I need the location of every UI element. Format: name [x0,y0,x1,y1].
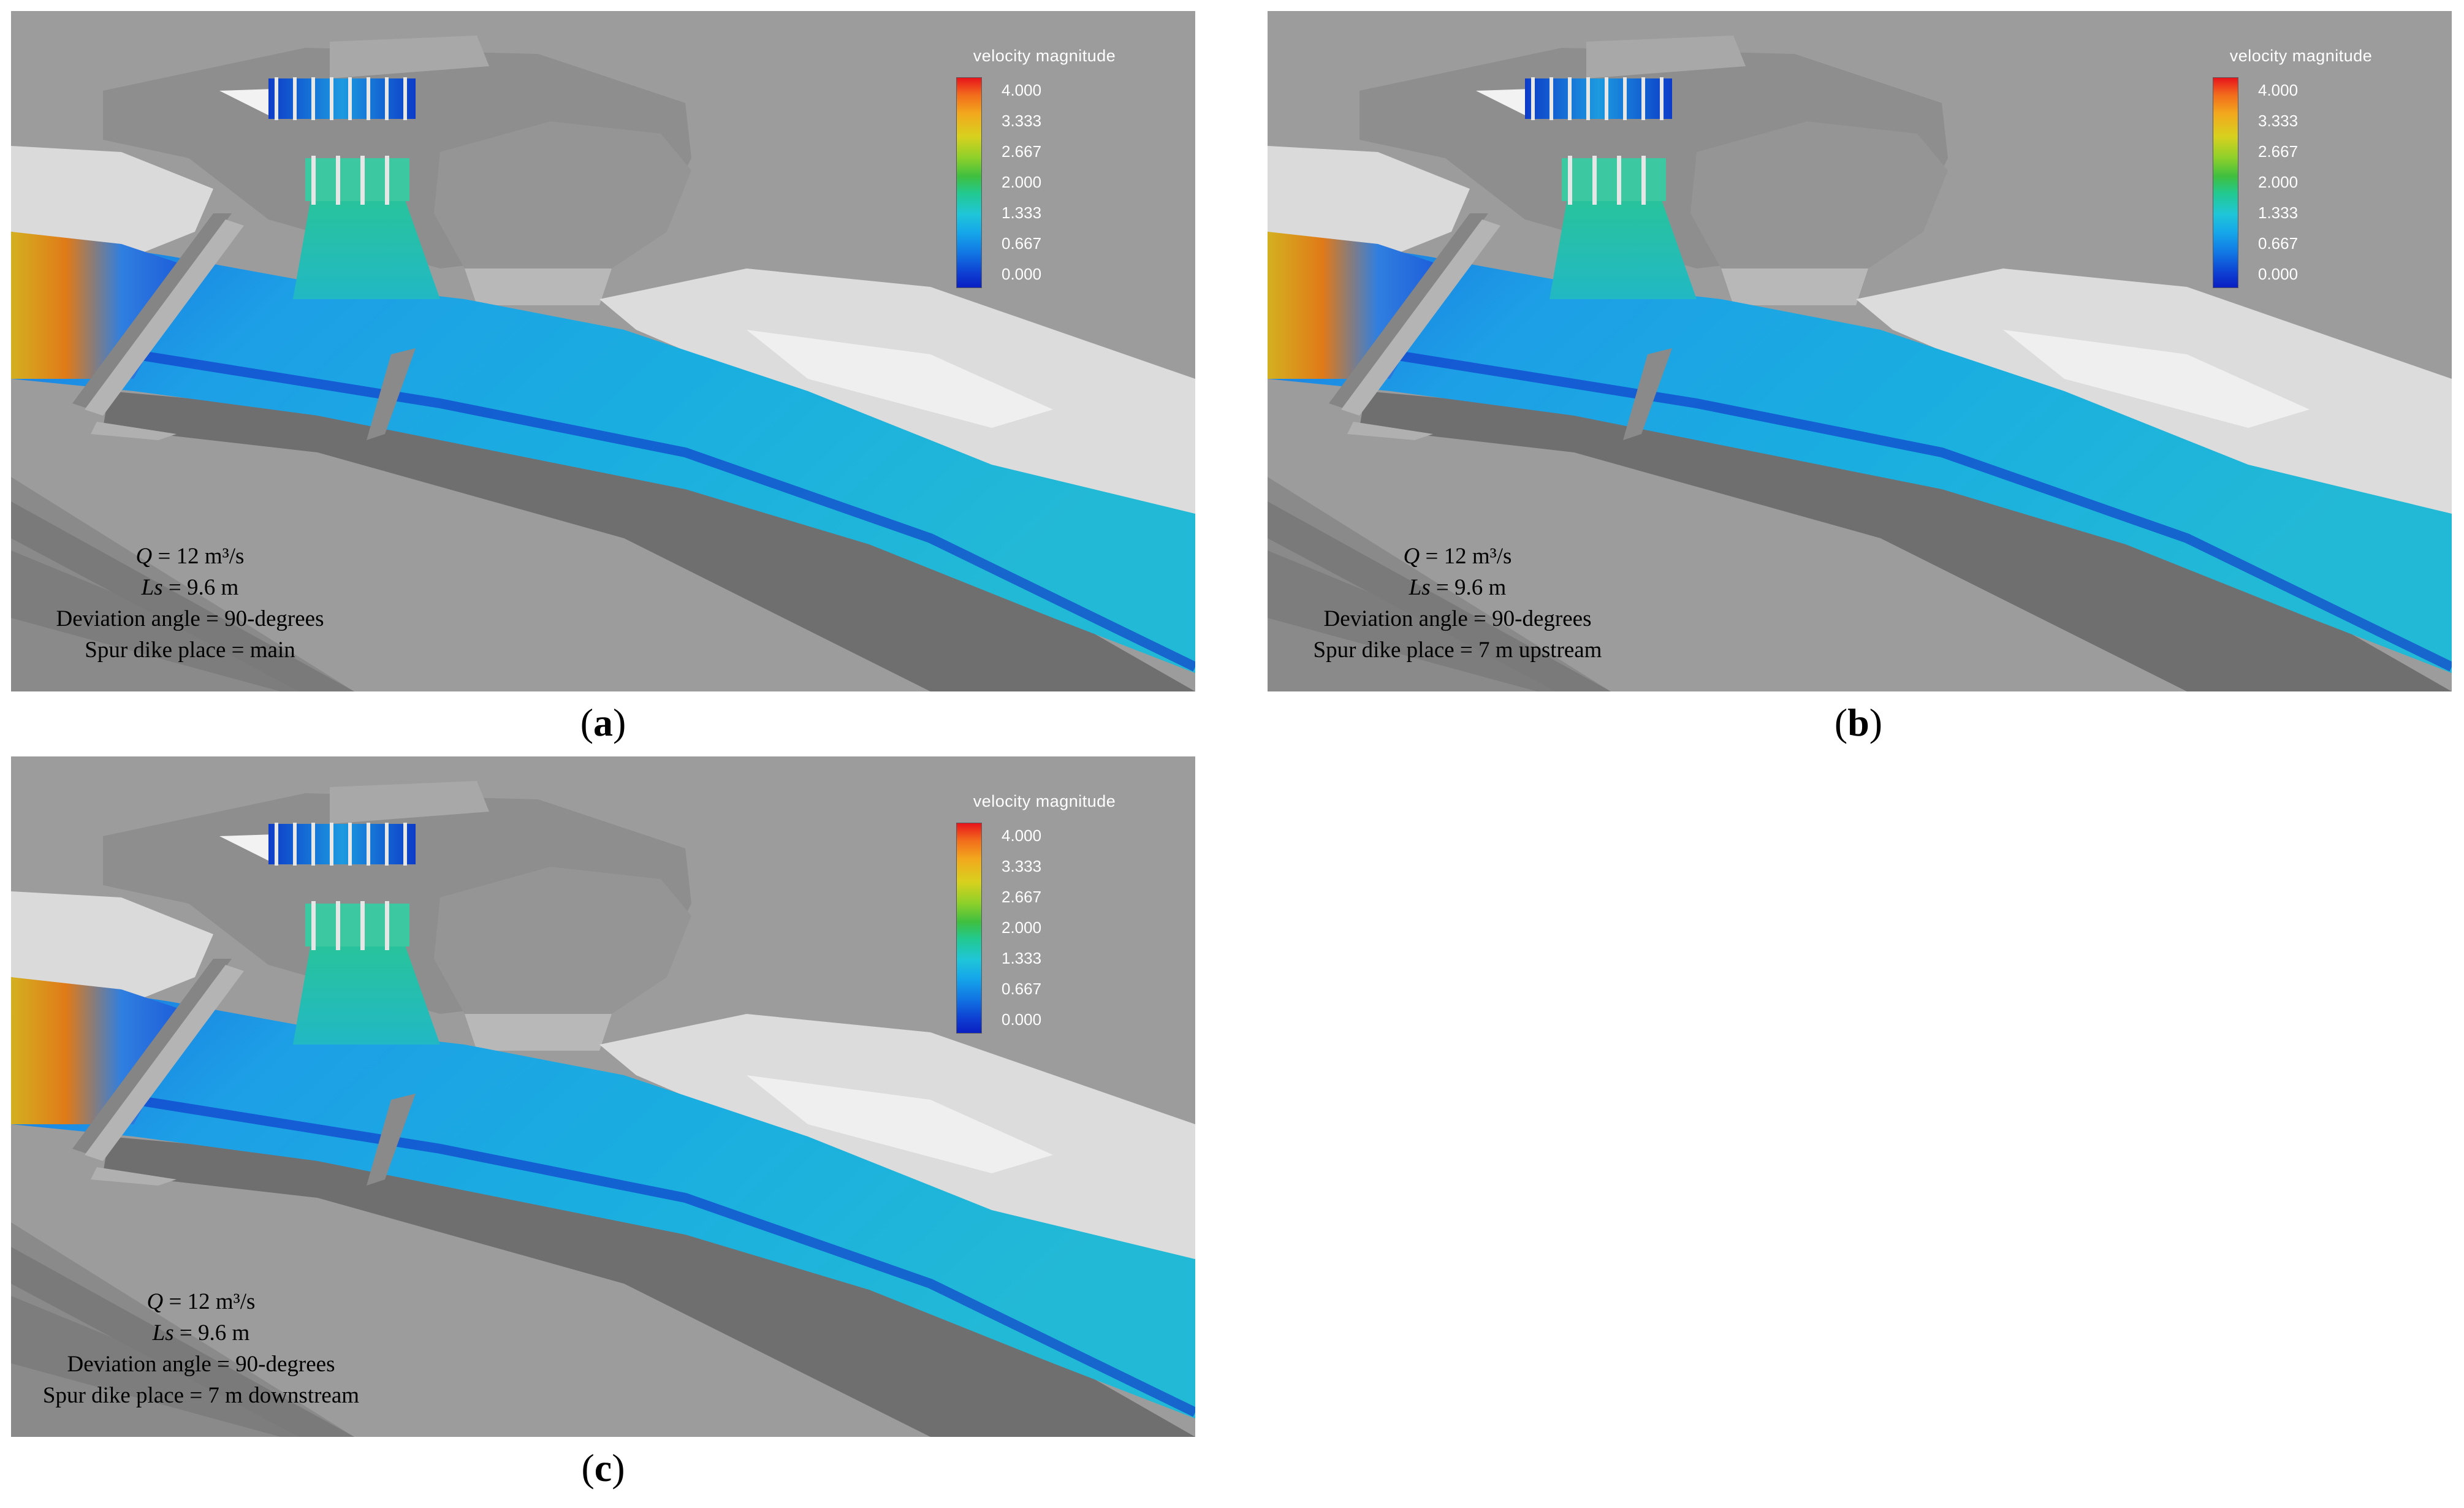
legend-tick: 4.000 [1002,81,1042,99]
color-scale-bar [956,823,982,1034]
legend-tick: 4.000 [1002,826,1042,845]
parameter-annotation: Q = 12 m³/s Ls = 9.6 m Deviation angle =… [11,1286,391,1411]
color-scale-bar [2213,77,2238,288]
legend-tick: 1.333 [2258,204,2299,222]
spur-length-line: Ls = 9.6 m [141,575,239,600]
legend-tick: 4.000 [2258,81,2299,99]
spur-length-line: Ls = 9.6 m [1409,575,1507,600]
panel-a: velocity magnitude 4.000 3.333 2.667 2.0… [11,11,1195,691]
color-scale-bar [956,77,982,288]
legend-title: velocity magnitude [973,792,1116,810]
deviation-line: Deviation angle = 90-degrees [56,606,324,631]
spur-length-line: Ls = 9.6 m [152,1320,250,1346]
legend-tick: 1.333 [1002,204,1042,222]
legend-tick: 2.667 [1002,142,1042,161]
panel-c: velocity magnitude 4.000 3.333 2.667 2.0… [11,756,1195,1437]
legend-tick: 1.333 [1002,949,1042,967]
parameter-annotation: Q = 12 m³/s Ls = 9.6 m Deviation angle =… [18,541,362,666]
caption-c: (c) [581,1446,625,1490]
legend-tick: 0.000 [1002,1010,1042,1029]
legend-tick: 0.000 [1002,265,1042,283]
parameter-annotation: Q = 12 m³/s Ls = 9.6 m Deviation angle =… [1280,541,1635,666]
velocity-legend: velocity magnitude 4.000 3.333 2.667 2.0… [2209,40,2393,292]
caption-b: (b) [1834,701,1883,744]
legend-tick: 0.667 [1002,234,1042,253]
legend-tick: 0.667 [1002,980,1042,998]
deviation-line: Deviation angle = 90-degrees [1323,606,1592,631]
legend-tick: 0.000 [2258,265,2299,283]
discharge-line: Q = 12 m³/s [1403,544,1512,569]
legend-tick: 0.667 [2258,234,2299,253]
legend-tick: 2.000 [2258,173,2299,191]
discharge-line: Q = 12 m³/s [146,1289,256,1314]
legend-tick: 2.000 [1002,173,1042,191]
velocity-legend: velocity magnitude 4.000 3.333 2.667 2.0… [953,786,1136,1037]
legend-tick: 2.667 [2258,142,2299,161]
velocity-legend: velocity magnitude 4.000 3.333 2.667 2.0… [953,40,1136,292]
place-line: Spur dike place = main [85,638,295,663]
discharge-line: Q = 12 m³/s [135,544,245,569]
place-line: Spur dike place = 7 m downstream [42,1383,360,1408]
caption-a: (a) [580,701,626,744]
legend-tick: 2.667 [1002,888,1042,906]
legend-tick: 3.333 [2258,112,2299,130]
legend-tick: 2.000 [1002,918,1042,937]
deviation-line: Deviation angle = 90-degrees [67,1352,335,1377]
legend-tick: 3.333 [1002,112,1042,130]
legend-title: velocity magnitude [973,47,1116,65]
panel-b: velocity magnitude 4.000 3.333 2.667 2.0… [1268,11,2452,691]
place-line: Spur dike place = 7 m upstream [1313,638,1602,663]
legend-title: velocity magnitude [2229,47,2373,65]
legend-tick: 3.333 [1002,857,1042,875]
